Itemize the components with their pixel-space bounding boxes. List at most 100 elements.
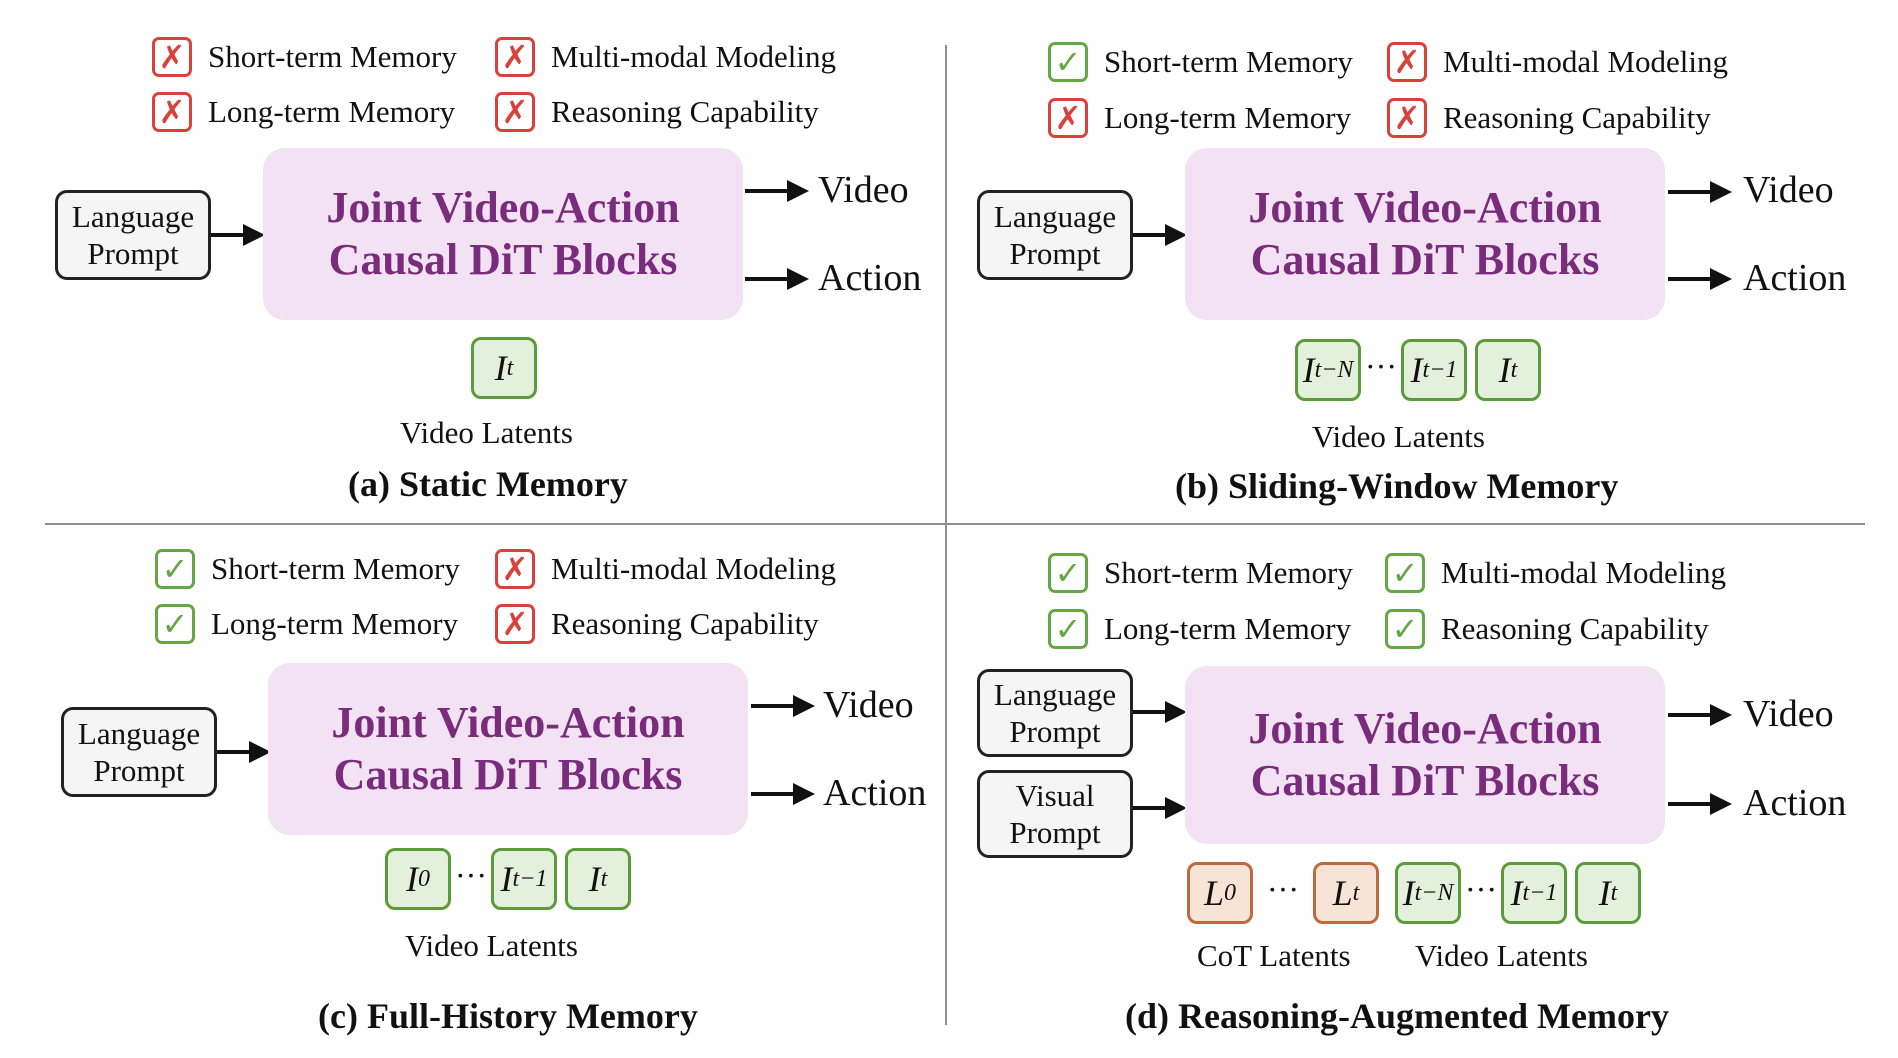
feature-multimodal: ✓ Multi-modal Modeling — [1385, 553, 1726, 593]
arrow-to-action — [751, 783, 815, 805]
feature-long-term: ✓ Long-term Memory — [155, 604, 458, 644]
panel-c-full-history-memory: ✓ Short-term Memory ✓ Long-term Memory ✗… — [0, 0, 926, 1036]
action-output-label: Action — [823, 772, 927, 814]
panel-caption: (d) Reasoning-Augmented Memory — [1125, 996, 1669, 1036]
latent-symbol: I — [1510, 873, 1523, 913]
feature-short-term: ✓ Short-term Memory — [155, 549, 460, 589]
action-output-label: Action — [818, 257, 922, 299]
prompt-label-line2: Prompt — [87, 236, 179, 271]
feature-label: Reasoning Capability — [551, 606, 819, 641]
check-icon: ✓ — [1048, 42, 1088, 82]
feature-reasoning: ✓ Reasoning Capability — [1385, 609, 1709, 649]
dit-block: Joint Video-Action Causal DiT Blocks — [263, 148, 743, 320]
arrow-to-action — [745, 268, 809, 290]
latent-symbol: L — [1203, 873, 1225, 913]
language-prompt-box: Language Prompt — [977, 190, 1133, 280]
arrow-to-video — [745, 180, 809, 202]
latent-subscript: t — [1352, 879, 1360, 906]
arrow-to-video — [1668, 704, 1732, 726]
panel-caption: (a) Static Memory — [348, 464, 628, 504]
arrow-prompt-to-block — [211, 224, 265, 246]
block-title-line1: Joint Video-Action — [1248, 704, 1602, 754]
feature-label: Short-term Memory — [1104, 555, 1353, 590]
latent-symbol: I — [588, 859, 601, 899]
ellipsis: ··· — [1465, 871, 1497, 907]
feature-long-term: ✓ Long-term Memory — [1048, 609, 1351, 649]
language-prompt-box: Language Prompt — [55, 190, 211, 280]
check-icon: ✓ — [155, 604, 195, 644]
latent-symbol: I — [1410, 350, 1423, 390]
latent-subscript: t — [506, 354, 514, 381]
arrow-visual-to-block — [1133, 797, 1187, 819]
video-output-label: Video — [823, 684, 914, 726]
dit-block: Joint Video-Action Causal DiT Blocks — [268, 663, 748, 835]
feature-label: Long-term Memory — [1104, 100, 1352, 135]
feature-label: Multi-modal Modeling — [1441, 555, 1727, 590]
feature-reasoning: ✗ Reasoning Capability — [1387, 98, 1711, 138]
latent-symbol: L — [1332, 873, 1353, 913]
feature-label: Reasoning Capability — [1443, 100, 1711, 135]
block-title-line2: Causal DiT Blocks — [1250, 756, 1600, 805]
check-icon: ✓ — [1385, 553, 1425, 593]
latent-subscript: t — [1610, 879, 1618, 906]
prompt-label-line1: Language — [77, 715, 201, 751]
latent-subscript: t−1 — [1522, 879, 1558, 906]
feature-label: Short-term Memory — [211, 551, 460, 586]
video-output-label: Video — [1743, 693, 1834, 735]
cross-icon: ✗ — [152, 92, 192, 132]
arrow-prompt-to-block — [1133, 224, 1187, 246]
feature-long-term: ✗ Long-term Memory — [1048, 98, 1351, 138]
vertical-divider — [945, 45, 947, 1025]
feature-multimodal: ✗ Multi-modal Modeling — [495, 37, 836, 77]
arrow-to-action — [1668, 793, 1732, 815]
latent-subscript: t−1 — [512, 865, 548, 892]
feature-label: Multi-modal Modeling — [1443, 44, 1729, 79]
cross-icon: ✗ — [495, 549, 535, 589]
feature-label: Multi-modal Modeling — [551, 551, 837, 586]
block-title-line2: Causal DiT Blocks — [328, 235, 678, 284]
arrow-to-video — [1668, 181, 1732, 203]
visual-prompt-box: Visual Prompt — [977, 770, 1133, 858]
language-prompt-box: Language Prompt — [977, 669, 1133, 757]
prompt-label-line2: Prompt — [1009, 236, 1101, 271]
feature-reasoning: ✗ Reasoning Capability — [495, 92, 819, 132]
latent-subscript: t — [600, 865, 608, 892]
latent-symbol: I — [494, 348, 507, 388]
feature-multimodal: ✗ Multi-modal Modeling — [1387, 42, 1728, 82]
language-prompt-box: Language Prompt — [61, 707, 217, 797]
feature-long-term: ✗ Long-term Memory — [152, 92, 455, 132]
prompt-label-line1: Language — [993, 198, 1117, 234]
prompt-label-line2: Prompt — [93, 753, 185, 788]
prompt-label-line1: Language — [993, 676, 1117, 712]
feature-label: Long-term Memory — [211, 606, 459, 641]
latent-subscript: t−N — [1314, 356, 1354, 383]
dit-block: Joint Video-Action Causal DiT Blocks — [1185, 666, 1665, 844]
feature-label: Multi-modal Modeling — [551, 39, 837, 74]
dit-block: Joint Video-Action Causal DiT Blocks — [1185, 148, 1665, 320]
panel-caption: (b) Sliding-Window Memory — [1175, 466, 1619, 506]
video-output-label: Video — [818, 169, 909, 211]
feature-short-term: ✓ Short-term Memory — [1048, 42, 1353, 82]
ellipsis: ··· — [1267, 871, 1299, 907]
latent-symbol: I — [1402, 873, 1415, 913]
ellipsis: ··· — [1365, 348, 1397, 384]
prompt-label-line2: Prompt — [1009, 714, 1101, 749]
latent-symbol: I — [406, 859, 418, 899]
check-icon: ✓ — [155, 549, 195, 589]
cot-latents-label: CoT Latents — [1197, 938, 1351, 973]
action-output-label: Action — [1743, 782, 1847, 824]
latent-subscript: t−N — [1414, 879, 1454, 906]
video-latents-label: Video Latents — [405, 928, 578, 963]
horizontal-divider — [45, 523, 1865, 525]
panel-caption: (c) Full-History Memory — [318, 996, 698, 1036]
